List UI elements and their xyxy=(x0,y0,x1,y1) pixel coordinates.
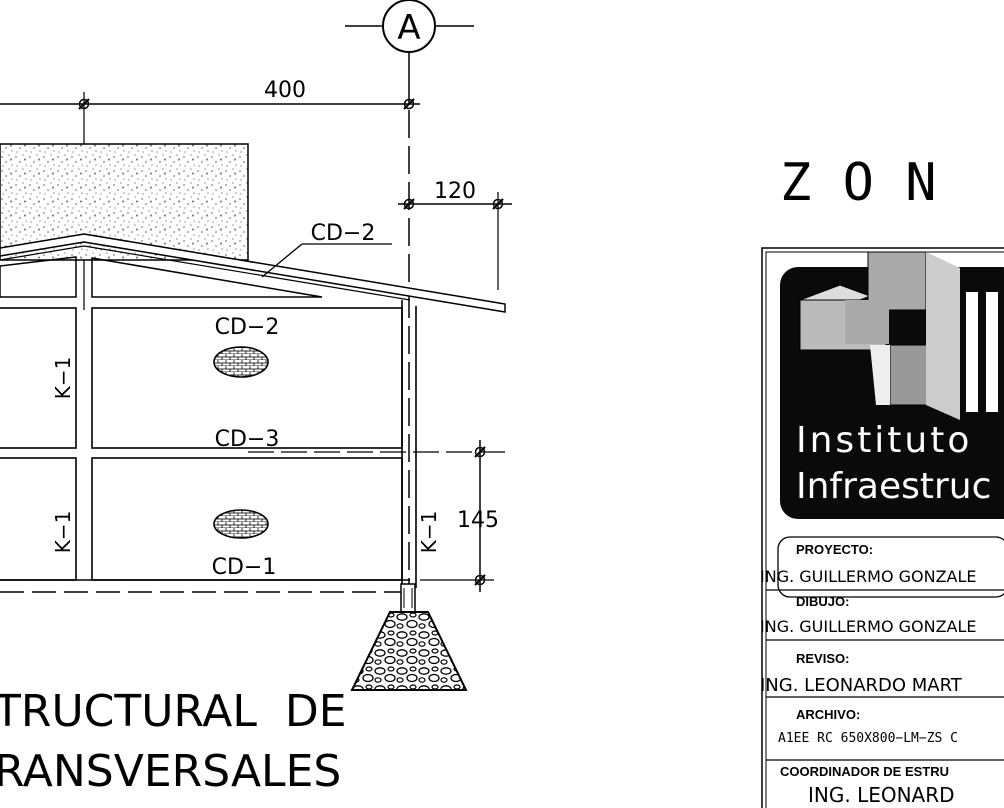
k1-label-lower: K−1 xyxy=(51,511,75,554)
k1-label-right: K−1 xyxy=(417,511,441,554)
zone-heading: Z O N xyxy=(780,153,937,213)
dimension-120-text: 120 xyxy=(434,179,476,204)
cd1-label: CD−1 xyxy=(212,555,277,580)
field-proyecto-label: PROYECTO: xyxy=(796,542,873,557)
logo-text-line1: Instituto xyxy=(796,420,972,461)
field-coordinador-value: ING. LEONARD xyxy=(808,783,955,807)
grid-axis-a: A xyxy=(345,0,474,104)
dimension-145: 145 xyxy=(420,440,499,592)
roof: CD−2 xyxy=(0,221,506,313)
dimension-145-text: 145 xyxy=(457,508,499,533)
field-coordinador-label: COORDINADOR DE ESTRU xyxy=(780,764,949,779)
stone-footing xyxy=(350,583,468,691)
logo-text-line2: Infraestruc xyxy=(796,466,991,507)
cd2-upper-label: CD−2 xyxy=(215,315,280,340)
institute-logo-icon xyxy=(798,251,998,420)
field-proyecto-value: ING. GUILLERMO GONZALE xyxy=(760,567,977,586)
drawing-title-line2: RANSVERSALES xyxy=(0,746,341,797)
dimension-120: 120 xyxy=(398,179,512,290)
field-archivo-label: ARCHIVO: xyxy=(796,707,860,722)
title-block: Instituto Infraestruc PROYECTO: ING. GUI… xyxy=(760,247,1004,808)
grid-axis-label: A xyxy=(397,8,420,48)
dimension-400-text: 400 xyxy=(264,78,306,103)
cd2-roof-label: CD−2 xyxy=(311,221,376,246)
field-dibujo-label: DIBUJO: xyxy=(796,594,849,609)
brick-symbol-lower xyxy=(213,509,269,539)
brick-symbol-upper xyxy=(213,346,269,378)
field-dibujo-value: ING. GUILLERMO GONZALE xyxy=(760,617,977,636)
k1-label-upper: K−1 xyxy=(51,357,75,400)
dimension-400: 400 xyxy=(0,78,420,310)
cd3-label: CD−3 xyxy=(215,427,280,452)
field-reviso-label: REVISO: xyxy=(796,651,849,666)
title-block-fields: PROYECTO: ING. GUILLERMO GONZALE DIBUJO:… xyxy=(760,536,1004,807)
drawing-title-line1: TRUCTURAL DE xyxy=(0,686,347,737)
wall-panels xyxy=(0,300,508,593)
field-reviso-value: ING. LEONARDO MART xyxy=(760,675,963,696)
field-archivo-value: A1EE RC 650X800−LM−ZS C xyxy=(778,731,958,746)
